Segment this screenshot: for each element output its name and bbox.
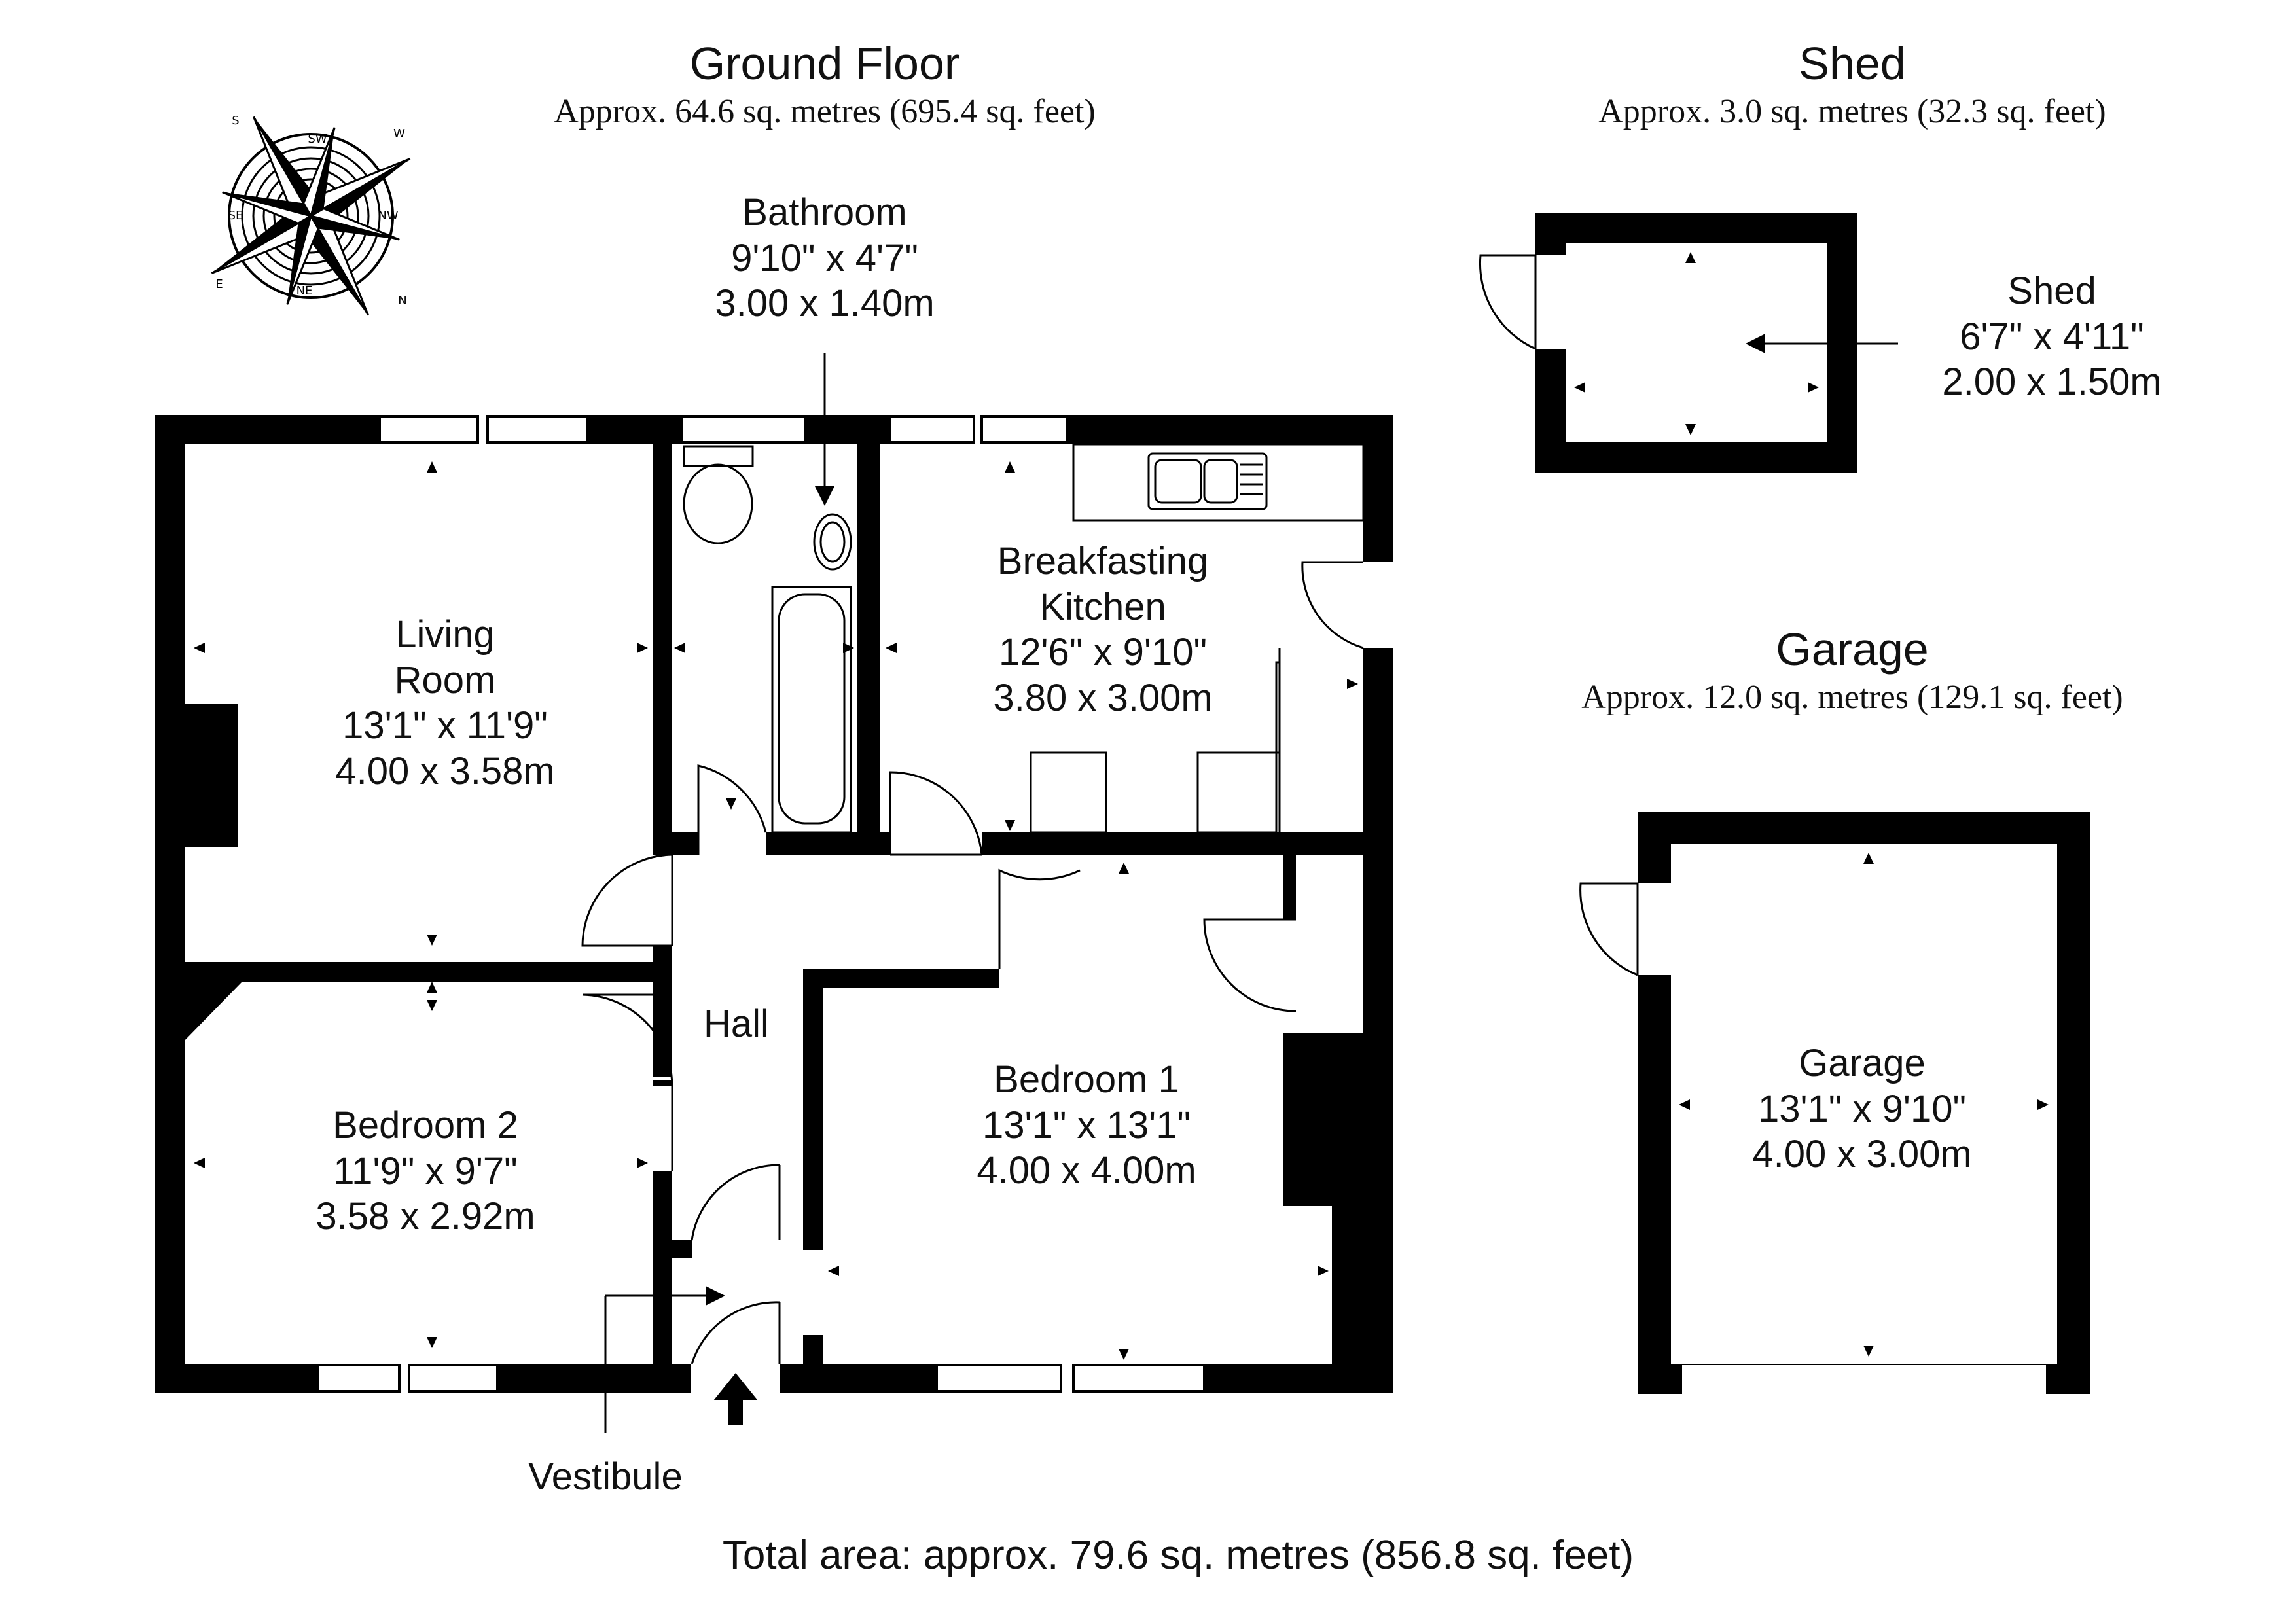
room-label-bedroom-2: Bedroom 2 11'9" x 9'7" 3.58 x 2.92m xyxy=(315,1104,535,1238)
room-label-kitchen: Breakfasting Kitchen 12'6" x 9'10" 3.80 … xyxy=(993,540,1213,719)
windows xyxy=(316,415,1206,1393)
compass-label: NE xyxy=(296,284,313,298)
entrance-arrow-icon xyxy=(713,1373,758,1425)
total-area: Total area: approx. 79.6 sq. metres (856… xyxy=(722,1533,1634,1578)
ground-floor-area: Approx. 64.6 sq. metres (695.4 sq. feet) xyxy=(554,93,1096,130)
kitchen-sink-icon xyxy=(1147,452,1268,510)
room-label-vestibule: Vestibule xyxy=(528,1455,683,1498)
house-walls xyxy=(155,415,1393,1393)
room-label-shed: Shed 6'7" x 4'11" 2.00 x 1.50m xyxy=(1942,270,2162,404)
garage-area: Approx. 12.0 sq. metres (129.1 sq. feet) xyxy=(1581,679,2123,716)
room-label-living-room: Living Room 13'1" x 11'9" 4.00 x 3.58m xyxy=(335,613,555,793)
compass-label: S xyxy=(232,114,239,128)
compass-icon: SW W NW N NE E SE S xyxy=(211,114,411,316)
compass-label: W xyxy=(393,127,405,141)
room-label-bedroom-1: Bedroom 1 13'1" x 13'1" 4.00 x 4.00m xyxy=(977,1058,1196,1192)
toilet-icon xyxy=(683,445,754,467)
garage-title: Garage xyxy=(1776,624,1929,675)
dimension-markers xyxy=(194,461,1358,1360)
compass-label: SW xyxy=(308,132,327,146)
room-label-hall: Hall xyxy=(704,1003,769,1045)
shed-outbuilding xyxy=(1479,213,1898,473)
ground-floor-title: Ground Floor xyxy=(689,38,960,89)
room-label-garage: Garage 13'1" x 9'10" 4.00 x 3.00m xyxy=(1752,1042,1972,1176)
room-label-bathroom: Bathroom 9'10" x 4'7" 3.00 x 1.40m xyxy=(715,191,935,325)
compass-label: E xyxy=(215,277,223,291)
doors xyxy=(581,561,1364,1364)
bath-icon xyxy=(771,586,852,834)
compass-label: SE xyxy=(228,209,243,223)
shed-title: Shed xyxy=(1799,38,1906,89)
shed-area: Approx. 3.0 sq. metres (32.3 sq. feet) xyxy=(1598,93,2106,130)
compass-label: NW xyxy=(378,209,398,223)
compass-label: N xyxy=(398,294,406,308)
basin-icon xyxy=(813,513,852,571)
garage-outbuilding xyxy=(1579,812,2090,1394)
